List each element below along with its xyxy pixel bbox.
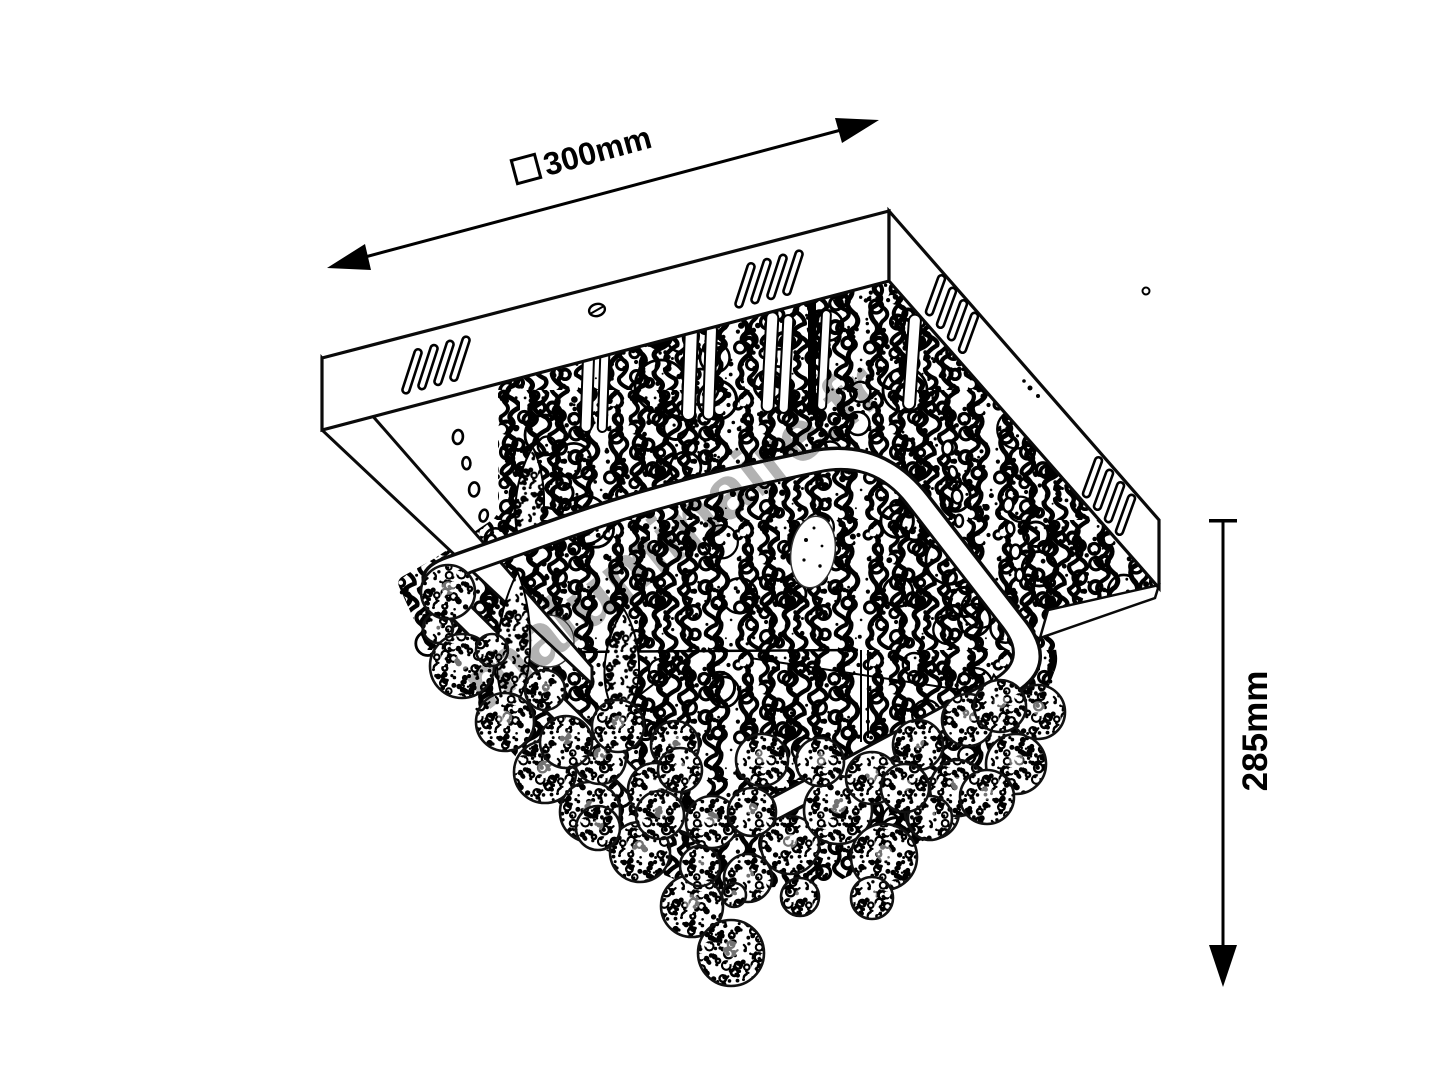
svg-text:285mm: 285mm xyxy=(1236,671,1275,792)
